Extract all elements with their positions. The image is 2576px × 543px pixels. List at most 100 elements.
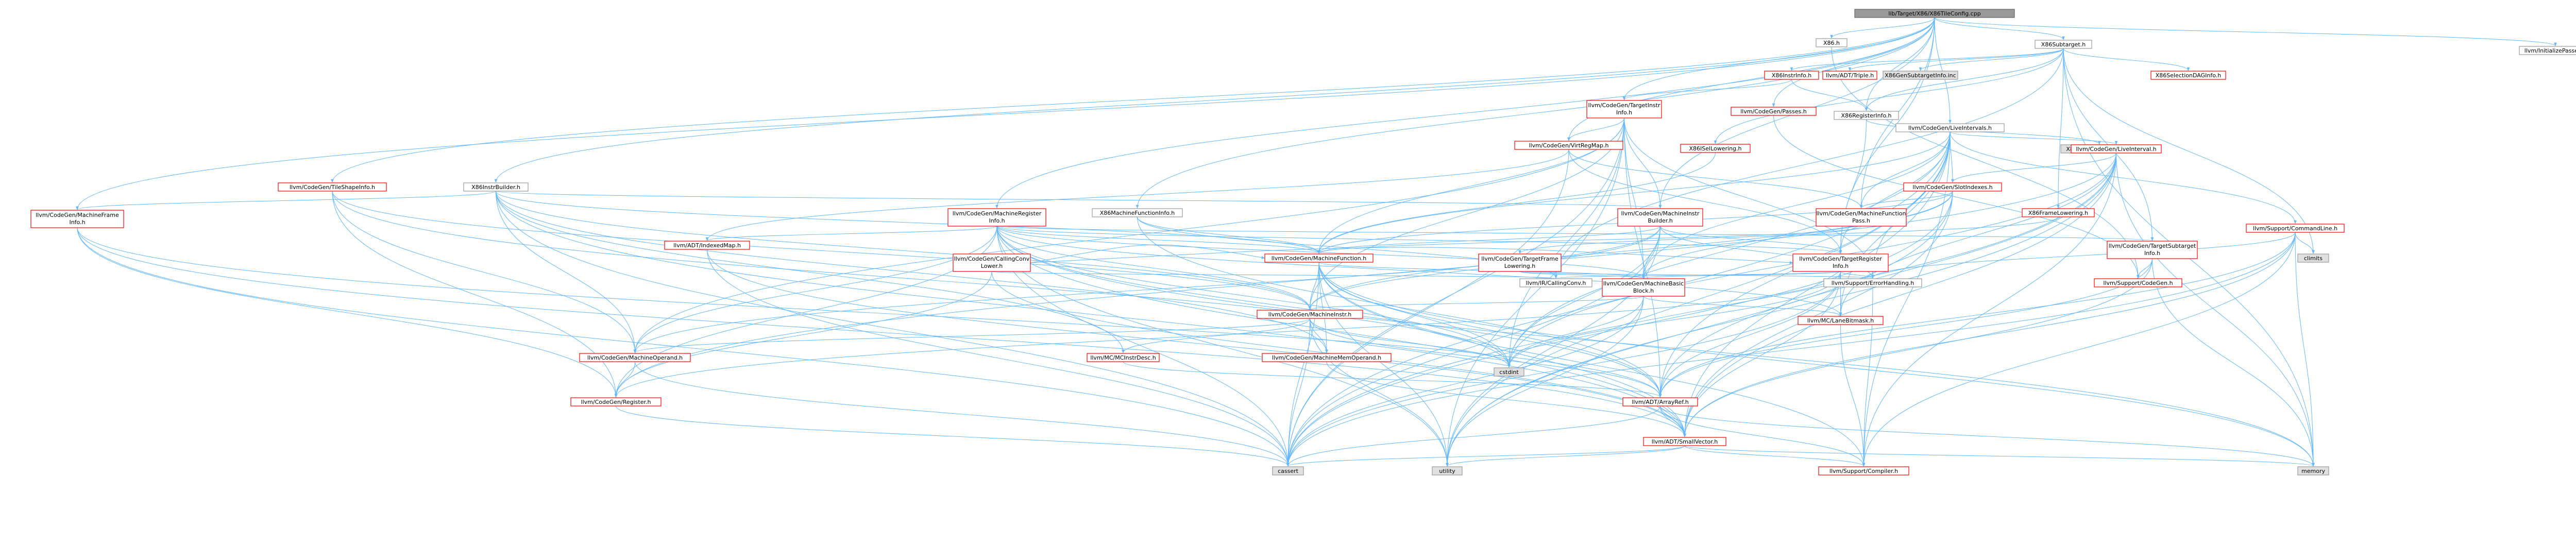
edge-cmdline-to-climits [2295, 232, 2315, 254]
edge-mfpass-to-mfunction [1317, 226, 1861, 254]
node-mcinstrdesc[interactable]: llvm/MC/MCInstrDesc.h [1087, 353, 1160, 362]
edge-minstrbuilder-to-tregisterinfo [1660, 226, 1842, 254]
node-liveinterval[interactable]: llvm/CodeGen/LiveInterval.h [2071, 144, 2162, 154]
node-minstr[interactable]: llvm/CodeGen/MachineInstr.h [1257, 310, 1363, 319]
node-moperand[interactable]: llvm/CodeGen/MachineOperand.h [579, 353, 691, 362]
node-utility[interactable]: utility [1432, 466, 1463, 476]
node-seldag[interactable]: X86SelectionDAGInfo.h [2150, 71, 2226, 80]
edge-slotindexes-to-utility [1446, 191, 1953, 467]
node-cmdline[interactable]: llvm/Support/CommandLine.h [2246, 224, 2345, 233]
node-cassert[interactable]: cassert [1272, 466, 1304, 476]
edge-errhandling-to-compiler [1862, 286, 1873, 467]
node-virtregmap[interactable]: llvm/CodeGen/VirtRegMap.h [1514, 141, 1623, 150]
node-box [1586, 100, 1662, 118]
node-tileshape[interactable]: llvm/CodeGen/TileShapeInfo.h [278, 182, 387, 192]
node-subinc[interactable]: X86GenSubtargetInfo.inc [1883, 71, 1958, 80]
node-subtarget[interactable]: X86Subtarget.h [2035, 40, 2092, 49]
node-liveintervals[interactable]: llvm/CodeGen/LiveIntervals.h [1895, 123, 2005, 132]
edge-subtarget-to-triple [1848, 48, 2064, 71]
edge-arrayref-to-smallvector [1660, 405, 1686, 437]
node-framelow[interactable]: X86FrameLowering.h [2022, 208, 2095, 217]
node-codegen[interactable]: llvm/Support/CodeGen.h [2094, 278, 2182, 287]
edge-mbb-to-minstr [1309, 296, 1644, 310]
node-box [1834, 111, 1899, 120]
edge-minstr-to-mmemoperand [1310, 318, 1328, 353]
node-box [1092, 208, 1183, 217]
edge-mreginfo-to-tregisterinfo [996, 226, 1842, 254]
node-box [2297, 466, 2329, 476]
edge-callconvlower-to-tregisterinfo [1030, 247, 1793, 264]
node-indexedmap[interactable]: llvm/ADT/IndexedMap.h [664, 241, 750, 250]
node-regsinfo[interactable]: X86RegisterInfo.h [1834, 111, 1899, 120]
node-box [2022, 208, 2095, 217]
node-slotindexes[interactable]: llvm/CodeGen/SlotIndexes.h [1903, 182, 2002, 192]
node-climits[interactable]: climits [2297, 253, 2329, 263]
node-box [1895, 123, 2005, 132]
node-smallvector[interactable]: llvm/ADT/SmallVector.h [1643, 437, 1726, 446]
node-box [570, 397, 662, 406]
edge-mreginfo-to-moperand [633, 226, 997, 353]
edge-liveintervals-to-cmdline [1950, 131, 2297, 224]
edge-mframeinfo-to-smallvector [77, 227, 1686, 437]
node-cstdint[interactable]: cstdint [1494, 367, 1524, 377]
edge-smallvector-to-compiler [1684, 445, 1866, 467]
node-label: llvm/CodeGen/MachineInstr.h [1268, 311, 1351, 318]
node-arrayref[interactable]: llvm/ADT/ArrayRef.h [1622, 397, 1698, 406]
node-triple[interactable]: llvm/ADT/Triple.h [1822, 71, 1877, 80]
edge-instrinfo-to-regsinfo [1791, 79, 1868, 111]
edge-subtarget-to-instrinfo [1790, 48, 2064, 71]
edge-mmemoperand-to-smallvector [1326, 361, 1686, 437]
edge-targetinstr-to-minstrbuilder [1624, 117, 1662, 209]
edge-mreginfo-to-register [614, 226, 997, 398]
node-instrinfo[interactable]: X86InstrInfo.h [1764, 71, 1819, 80]
node-isellow[interactable]: X86ISelLowering.h [1680, 144, 1751, 153]
node-label: llvm/ADT/SmallVector.h [1652, 438, 1718, 445]
node-initpasses[interactable]: llvm/InitializePasses.h [2519, 46, 2576, 55]
node-root[interactable]: lib/Target/X86/X86TileConfig.cpp [1854, 9, 2015, 18]
node-label: llvm/Support/CodeGen.h [2103, 280, 2173, 286]
edge-mreginfo-to-lanebitmask [996, 226, 1842, 316]
node-mfuncinfo[interactable]: X86MachineFunctionInfo.h [1092, 208, 1183, 217]
node-compiler[interactable]: llvm/Support/Compiler.h [1818, 466, 1909, 476]
node-label: llvm/CodeGen/MachineMemOperand.h [1272, 354, 1381, 361]
node-label: llvm/InitializePasses.h [2524, 47, 2576, 54]
node-mfunction[interactable]: llvm/CodeGen/MachineFunction.h [1264, 253, 1374, 263]
node-errhandling[interactable]: llvm/Support/ErrorHandling.h [1823, 278, 1922, 287]
edge-liveinterval-to-memory [2116, 152, 2315, 467]
edge-targetinstr-to-moperand [633, 117, 1624, 353]
node-register[interactable]: llvm/CodeGen/Register.h [570, 397, 662, 406]
node-callingconv[interactable]: llvm/IR/CallingConv.h [1519, 278, 1592, 287]
node-x86h[interactable]: X86.h [1816, 38, 1848, 47]
node-cgpasses[interactable]: llvm/CodeGen/Passes.h [1731, 107, 1817, 116]
node-label: llvm/ADT/ArrayRef.h [1632, 399, 1689, 405]
edge-instrbuilderx86-to-cassert [496, 191, 1290, 467]
edge-tregisterinfo-to-cassert [1286, 271, 1841, 467]
node-lanebitmask[interactable]: llvm/MC/LaneBitmask.h [1798, 316, 1884, 325]
edge-cmdline-to-memory [2295, 232, 2315, 467]
edge-tileshape-to-minstr [332, 191, 1312, 310]
edge-arrayref-to-memory [1660, 405, 2315, 467]
node-box [1617, 208, 1703, 227]
edge-instrbuilderx86-to-minstrbuilder [496, 191, 1662, 209]
edge-liveinterval-to-arrayref [1658, 152, 2116, 398]
node-memory[interactable]: memory [2297, 466, 2329, 476]
edge-mfunction-to-cassert [1286, 262, 1319, 467]
node-mmemoperand[interactable]: llvm/CodeGen/MachineMemOperand.h [1262, 353, 1392, 362]
node-instrbuilderx86[interactable]: X86InstrBuilder.h [463, 182, 529, 192]
edge-tregisterinfo-to-errhandling [1840, 271, 1874, 279]
edge-root-to-subtarget [1934, 17, 2065, 40]
node-box [1257, 310, 1363, 319]
